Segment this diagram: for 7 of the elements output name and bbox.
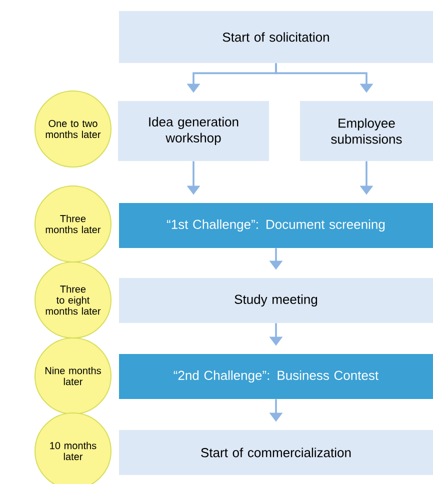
- process-box: Start of solicitation: [119, 11, 433, 63]
- process-box: Idea generation workshop: [118, 101, 269, 161]
- process-box: “1st Challenge”: Document screening: [119, 203, 433, 248]
- process-box: Employee submissions: [300, 101, 433, 161]
- process-box: Start of commercialization: [119, 430, 433, 475]
- process-box: “2nd Challenge”: Business Contest: [119, 354, 433, 399]
- process-box: Study meeting: [119, 278, 433, 323]
